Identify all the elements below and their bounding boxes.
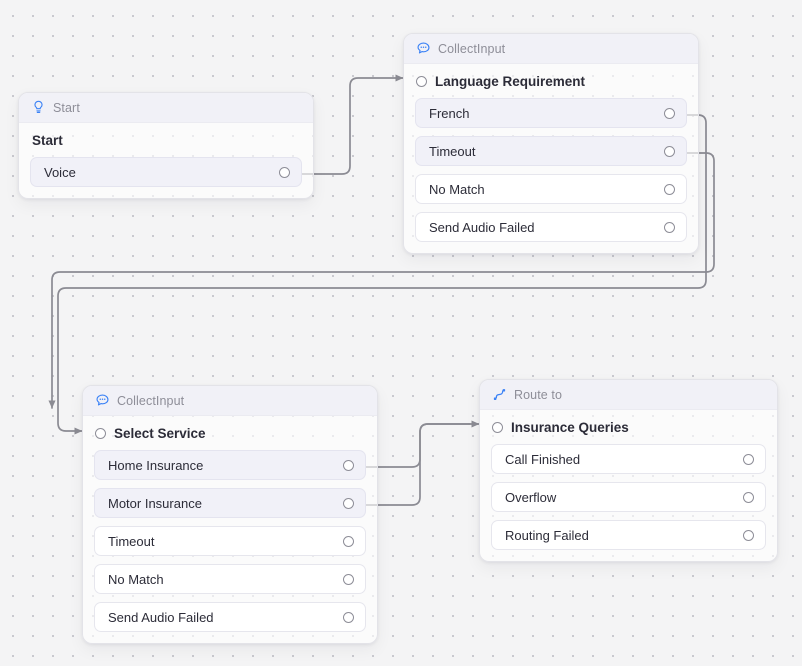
port-handle-timeout[interactable] <box>664 145 675 157</box>
port-handle-timeout-service[interactable] <box>343 535 354 547</box>
port-label-no-match-service: No Match <box>108 571 164 587</box>
port-handle-send-audio-failed[interactable] <box>664 221 675 233</box>
port-label-call-finished: Call Finished <box>505 451 581 467</box>
port-label-send-audio-failed: Send Audio Failed <box>429 219 535 235</box>
port-row-french[interactable]: French <box>415 98 687 128</box>
port-label-no-match: No Match <box>429 181 485 197</box>
node-start-header: Start <box>19 93 313 123</box>
port-label-home-insurance: Home Insurance <box>108 457 204 473</box>
port-handle-voice[interactable] <box>279 166 290 178</box>
port-label-routing-failed: Routing Failed <box>505 527 589 543</box>
node-start[interactable]: Start Start Voice <box>18 92 314 199</box>
node-collect-language-header: CollectInput <box>404 34 698 64</box>
port-row-routing-failed[interactable]: Routing Failed <box>491 520 766 550</box>
port-label-motor-insurance: Motor Insurance <box>108 495 202 511</box>
node-collect-input-language[interactable]: CollectInput Language Requirement French… <box>403 33 699 254</box>
port-label-overflow: Overflow <box>505 489 557 505</box>
node-route-title-row: Insurance Queries <box>491 420 766 444</box>
node-route-type-label: Route to <box>514 387 563 402</box>
node-collect-language-title: Language Requirement <box>435 74 586 89</box>
port-label-voice: Voice <box>44 164 76 180</box>
port-handle-routing-failed[interactable] <box>743 529 754 541</box>
edge-start-to-language <box>299 74 404 175</box>
input-port-select-service[interactable] <box>95 428 106 439</box>
port-label-timeout-service: Timeout <box>108 533 155 549</box>
node-collect-language-body: Language Requirement French Timeout No M… <box>404 64 698 253</box>
port-handle-motor-insurance[interactable] <box>343 497 354 509</box>
node-route-body: Insurance Queries Call Finished Overflow… <box>480 410 777 561</box>
node-start-title: Start <box>32 133 63 148</box>
node-route-header: Route to <box>480 380 777 410</box>
input-port-insurance-queries[interactable] <box>492 422 503 433</box>
node-start-body: Start Voice <box>19 123 313 198</box>
chat-bubble-icon <box>417 42 430 54</box>
port-handle-no-match[interactable] <box>664 183 675 195</box>
node-start-type-label: Start <box>53 100 80 115</box>
node-collect-service-header: CollectInput <box>83 386 377 416</box>
node-collect-input-select-service[interactable]: CollectInput Select Service Home Insuran… <box>82 385 378 644</box>
port-row-call-finished[interactable]: Call Finished <box>491 444 766 474</box>
port-handle-call-finished[interactable] <box>743 453 754 465</box>
port-row-timeout[interactable]: Timeout <box>415 136 687 166</box>
port-row-overflow[interactable]: Overflow <box>491 482 766 512</box>
node-collect-language-type-label: CollectInput <box>438 41 506 56</box>
node-collect-language-title-row: Language Requirement <box>415 74 687 98</box>
port-row-no-match-service[interactable]: No Match <box>94 564 366 594</box>
port-row-no-match[interactable]: No Match <box>415 174 687 204</box>
node-collect-service-title: Select Service <box>114 426 206 441</box>
port-handle-french[interactable] <box>664 107 675 119</box>
port-handle-send-audio-failed-service[interactable] <box>343 611 354 623</box>
port-label-send-audio-failed-service: Send Audio Failed <box>108 609 214 625</box>
chat-bubble-icon <box>96 394 109 406</box>
node-start-title-row: Start <box>30 133 302 157</box>
port-row-send-audio-failed-service[interactable]: Send Audio Failed <box>94 602 366 632</box>
edge-home-insurance-to-route <box>360 420 480 468</box>
node-route-to-insurance-queries[interactable]: Route to Insurance Queries Call Finished… <box>479 379 778 562</box>
port-row-voice[interactable]: Voice <box>30 157 302 187</box>
port-row-home-insurance[interactable]: Home Insurance <box>94 450 366 480</box>
port-row-motor-insurance[interactable]: Motor Insurance <box>94 488 366 518</box>
node-collect-service-type-label: CollectInput <box>117 393 185 408</box>
port-label-timeout: Timeout <box>429 143 476 159</box>
node-route-title: Insurance Queries <box>511 420 629 435</box>
port-handle-overflow[interactable] <box>743 491 754 503</box>
port-label-french: French <box>429 105 470 121</box>
node-collect-service-body: Select Service Home Insurance Motor Insu… <box>83 416 377 643</box>
port-handle-no-match-service[interactable] <box>343 573 354 585</box>
lightbulb-icon <box>34 100 43 114</box>
port-handle-home-insurance[interactable] <box>343 459 354 471</box>
node-collect-service-title-row: Select Service <box>94 426 366 450</box>
route-branch-icon <box>493 389 506 400</box>
port-row-send-audio-failed[interactable]: Send Audio Failed <box>415 212 687 242</box>
port-row-timeout-service[interactable]: Timeout <box>94 526 366 556</box>
input-port-language-requirement[interactable] <box>416 76 427 87</box>
